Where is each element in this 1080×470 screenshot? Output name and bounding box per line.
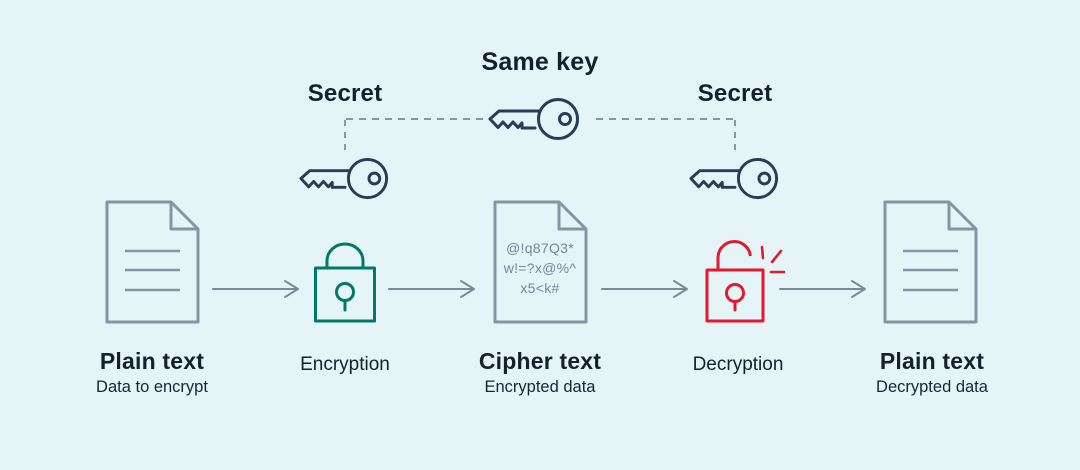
diagram-title: Same key bbox=[481, 48, 599, 76]
key-icon bbox=[689, 157, 779, 200]
cipher-line: @!q87Q3* bbox=[506, 240, 574, 256]
plain-text-right-title: Plain text bbox=[879, 348, 985, 374]
plain-text-left-subtitle: Data to encrypt bbox=[96, 378, 208, 396]
cipher-document-icon bbox=[493, 200, 588, 324]
key-icon bbox=[299, 157, 389, 200]
cipher-text-title: Cipher text bbox=[478, 348, 602, 374]
encryption-label: Encryption bbox=[300, 354, 390, 375]
arrow-right-icon bbox=[601, 280, 688, 298]
dashed-connector-right-vertical bbox=[734, 120, 736, 156]
dashed-connector-left-vertical bbox=[344, 120, 346, 156]
cipher-line: x5<k# bbox=[520, 280, 560, 296]
document-icon bbox=[883, 200, 978, 324]
document-icon bbox=[105, 200, 200, 324]
arrow-right-icon bbox=[388, 280, 475, 298]
secret-label-right: Secret bbox=[697, 80, 773, 107]
key-icon bbox=[488, 98, 579, 140]
arrow-right-icon bbox=[212, 280, 299, 298]
unlock-sparks-icon bbox=[760, 245, 786, 274]
cipher-text-content: @!q87Q3* w!=?x@%^ x5<k# bbox=[492, 238, 588, 298]
lock-open-icon bbox=[705, 240, 786, 323]
cipher-line: w!=?x@%^ bbox=[503, 260, 577, 276]
secret-label-left: Secret bbox=[307, 80, 383, 107]
arrow-right-icon bbox=[779, 280, 866, 298]
lock-closed-icon bbox=[314, 242, 376, 323]
cipher-text-subtitle: Encrypted data bbox=[484, 378, 596, 396]
plain-text-left-title: Plain text bbox=[99, 348, 205, 374]
plain-text-right-subtitle: Decrypted data bbox=[876, 378, 988, 396]
decryption-label: Decryption bbox=[692, 354, 784, 375]
dashed-connector-right-horizontal bbox=[596, 118, 734, 120]
dashed-connector-left-horizontal bbox=[346, 118, 484, 120]
